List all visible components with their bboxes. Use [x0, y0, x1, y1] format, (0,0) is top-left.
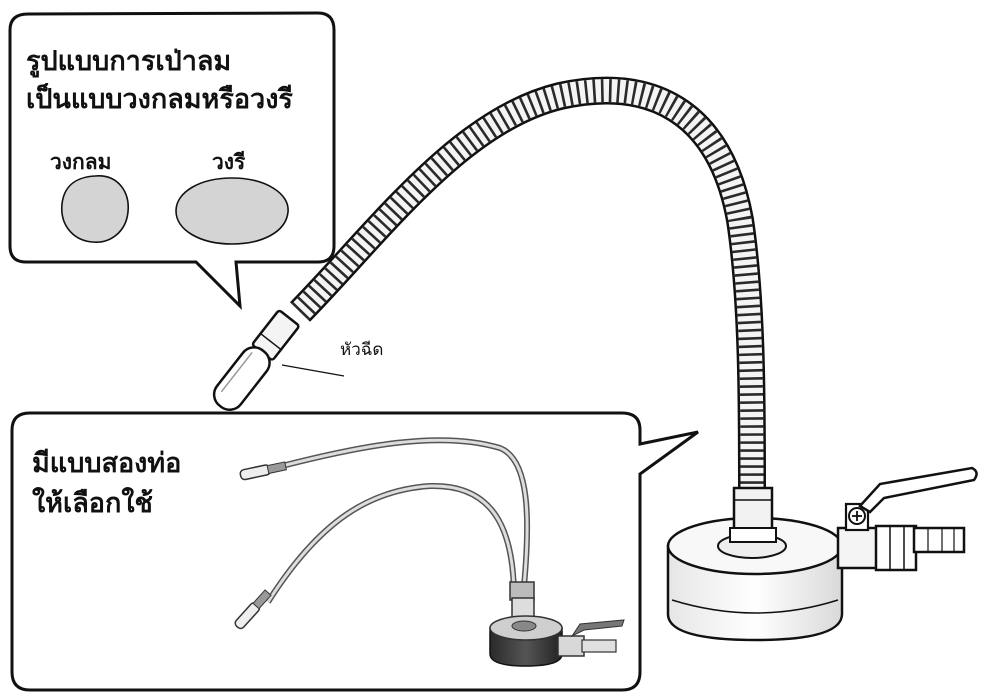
ball-valve-icon — [836, 466, 978, 572]
callout-top-line1: รูปแบบการเป่าลม — [26, 46, 232, 77]
round-shape-label: วงกลม — [50, 150, 112, 174]
oval-pattern-shape — [175, 177, 289, 245]
callout-bottom-line1: มีแบบสองท่อ — [32, 448, 182, 479]
nozzle-icon — [212, 309, 300, 412]
nozzle-label: หัวฉีด — [340, 340, 384, 360]
dual-hose-illustration — [234, 437, 625, 667]
magnetic-base-icon — [666, 486, 844, 642]
nozzle-pointer-line — [281, 364, 345, 377]
round-pattern-shape — [61, 175, 129, 243]
flexible-hose-icon — [289, 76, 766, 491]
callout-bottom-line2: ให้เลือกใช้ — [32, 488, 153, 519]
oval-shape-label: วงรี — [212, 150, 246, 174]
callout-top-line2: เป็นแบบวงกลมหรือวงรี — [26, 84, 293, 115]
